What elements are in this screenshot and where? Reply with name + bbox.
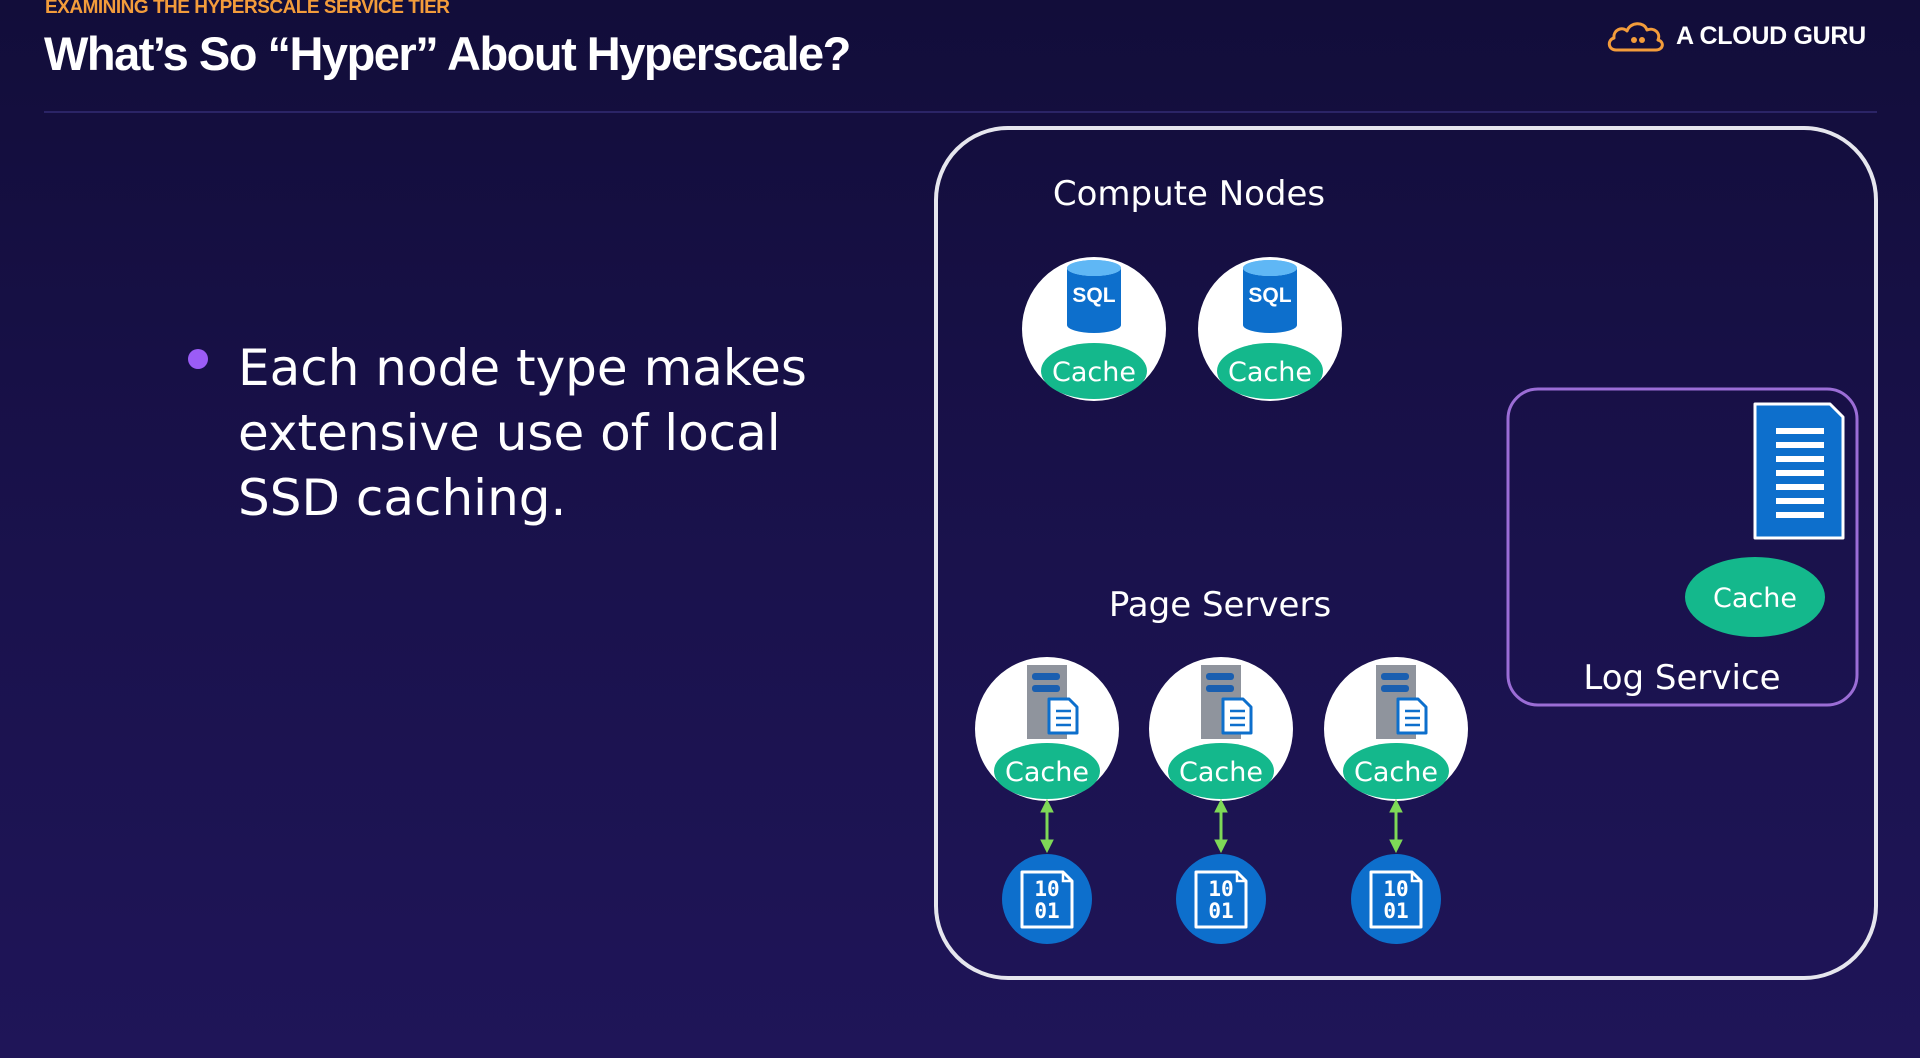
sql-label: SQL [1248, 284, 1291, 307]
page-servers-label: Page Servers [1109, 585, 1331, 625]
section-eyebrow: EXAMINING THE HYPERSCALE SERVICE TIER [45, 0, 450, 18]
binary-bottom: 01 [1383, 899, 1408, 923]
log-service-box [1506, 387, 1859, 707]
page-server: Cache [973, 655, 1121, 803]
storage-arrow [1214, 798, 1228, 854]
log-document-icon [1753, 402, 1845, 540]
cache-badge [1168, 743, 1274, 799]
page-server: Cache [1322, 655, 1470, 803]
page-title: What’s So “Hyper” About Hyperscale? [44, 27, 851, 80]
binary-top: 10 [1383, 877, 1408, 901]
cache-label: Cache [1005, 757, 1089, 788]
bullet-line: Each node type makes [238, 339, 807, 397]
binary-bottom: 01 [1034, 899, 1059, 923]
log-service-label: Log Service [1583, 658, 1780, 698]
cache-badge [1343, 743, 1449, 799]
compute-node: SQL Cache [1022, 257, 1166, 401]
storage-file: 10 01 [1349, 852, 1443, 946]
bullet-text: Each node type makes extensive use of lo… [238, 336, 878, 531]
cache-label: Cache [1713, 583, 1797, 614]
storage-arrow [1040, 798, 1054, 854]
storage-file: 10 01 [1174, 852, 1268, 946]
cache-label: Cache [1228, 357, 1312, 388]
cache-label: Cache [1354, 757, 1438, 788]
binary-bottom: 01 [1208, 899, 1233, 923]
cache-badge [1041, 343, 1147, 399]
architecture-frame [934, 126, 1878, 980]
sql-label: SQL [1072, 284, 1115, 307]
binary-top: 10 [1034, 877, 1059, 901]
binary-top: 10 [1208, 877, 1233, 901]
cache-label: Cache [1179, 757, 1263, 788]
storage-file: 10 01 [1000, 852, 1094, 946]
brand-name: A CLOUD GURU [1676, 21, 1866, 50]
storage-arrow [1389, 798, 1403, 854]
cloud-icon [1607, 22, 1664, 52]
header-divider [44, 111, 1877, 113]
compute-nodes-label: Compute Nodes [1053, 174, 1325, 214]
bullet-dot [188, 349, 208, 369]
cache-label: Cache [1052, 357, 1136, 388]
cache-badge [994, 743, 1100, 799]
bullet-line: extensive use of local [238, 404, 781, 462]
bullet-line: SSD caching. [238, 469, 567, 527]
cache-badge [1217, 343, 1323, 399]
brand-logo: A CLOUD GURU [1604, 16, 1866, 56]
compute-node: SQL Cache [1198, 257, 1342, 401]
cache-badge [1685, 557, 1825, 637]
page-server: Cache [1147, 655, 1295, 803]
